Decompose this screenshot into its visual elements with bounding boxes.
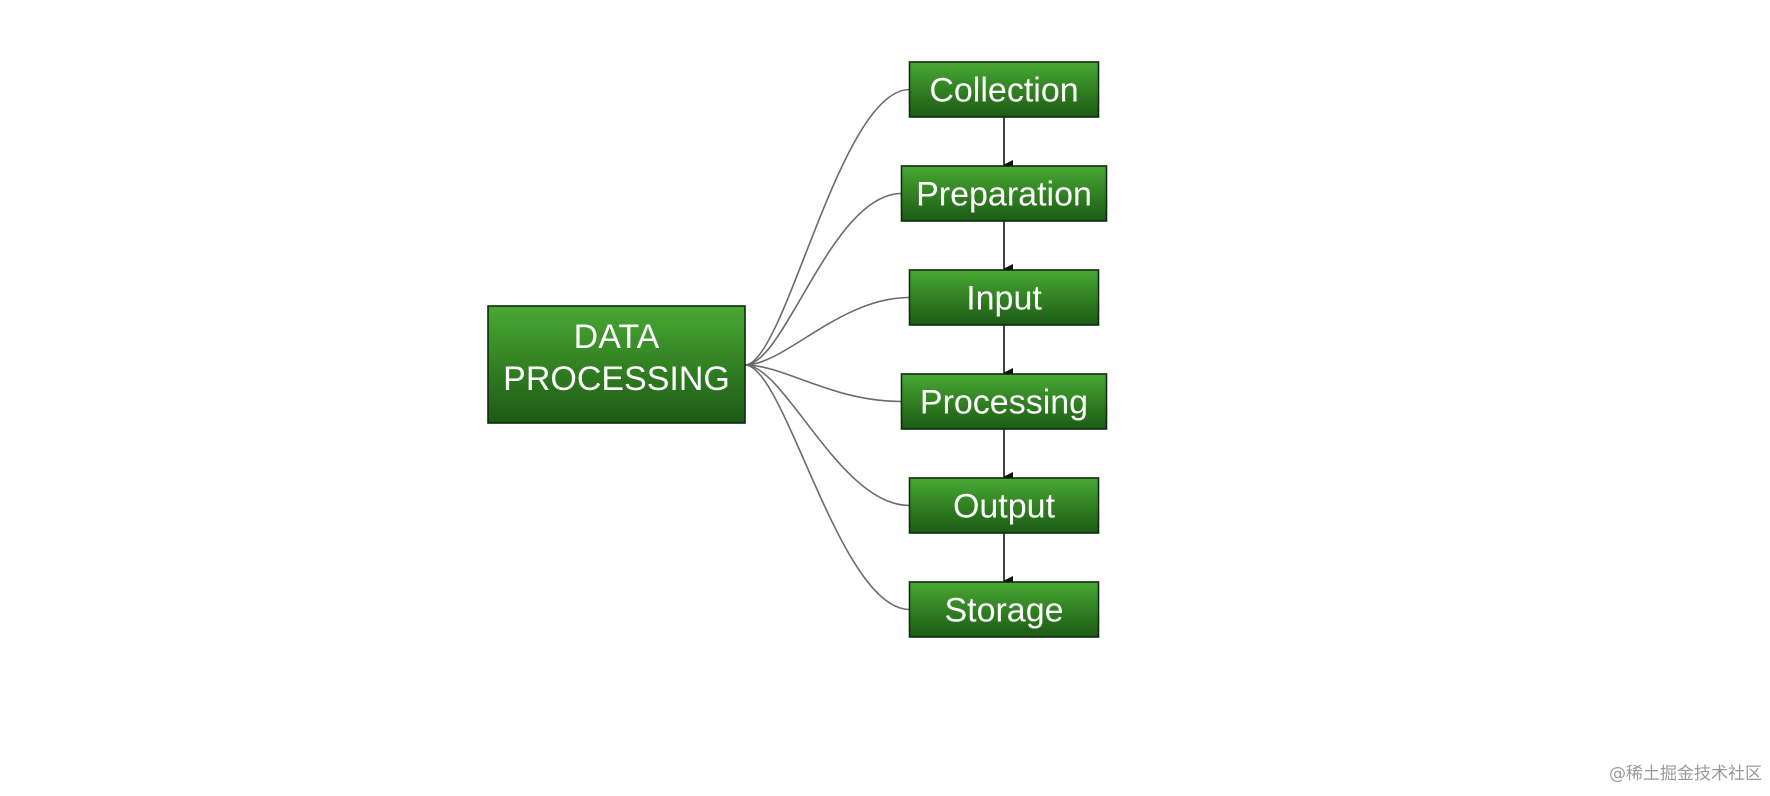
step-label: Output — [953, 488, 1056, 526]
step-box — [908, 269, 1100, 326]
step-node-storage: Storage — [908, 581, 1100, 638]
step-nodes: CollectionPreparationInputProcessingOutp… — [900, 61, 1108, 638]
branch-line-input — [744, 296, 910, 366]
step-node-output: Output — [908, 477, 1100, 534]
step-node-collection: Collection — [908, 61, 1100, 118]
step-box — [900, 373, 1108, 430]
step-label: Collection — [929, 72, 1078, 110]
branch-line-preparation — [744, 192, 902, 366]
step-node-input: Input — [908, 269, 1100, 326]
branch-connectors — [744, 88, 910, 611]
step-box — [908, 61, 1100, 118]
step-box — [908, 477, 1100, 534]
root-label-line-2: PROCESSING — [503, 360, 730, 398]
step-label: Input — [966, 280, 1042, 318]
branch-line-storage — [744, 364, 910, 611]
root-node-box — [487, 305, 746, 424]
branch-line-collection — [744, 88, 910, 366]
branch-line-output — [744, 364, 910, 507]
step-label: Processing — [920, 384, 1088, 422]
watermark: @稀土掘金技术社区 — [1609, 764, 1762, 784]
step-node-processing: Processing — [900, 373, 1108, 430]
step-node-preparation: Preparation — [900, 165, 1108, 222]
branch-line-processing — [744, 364, 902, 403]
step-label: Preparation — [916, 176, 1092, 214]
step-box — [900, 165, 1108, 222]
root-node-data-processing: DATA PROCESSING — [487, 305, 746, 424]
step-box — [908, 581, 1100, 638]
root-label-line-1: DATA — [574, 318, 660, 356]
step-label: Storage — [944, 592, 1063, 630]
